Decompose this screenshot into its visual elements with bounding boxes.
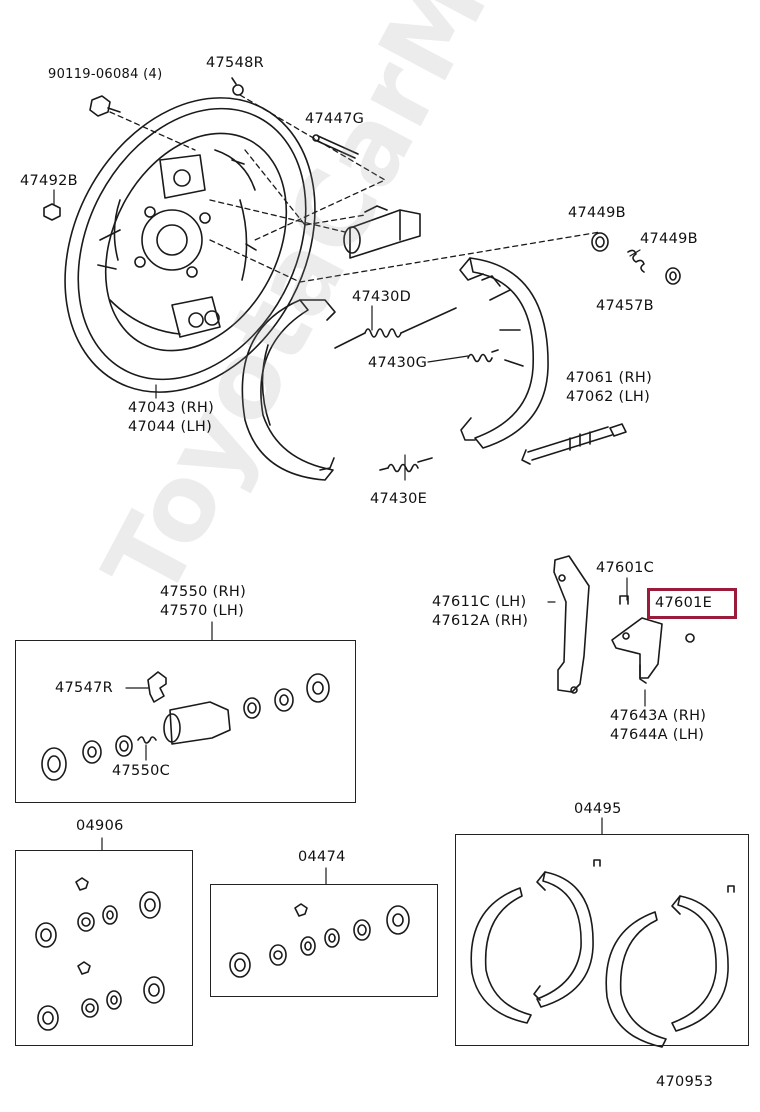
part-label-adjuster-lh[interactable]: 47062 (LH) xyxy=(566,389,651,405)
cylinder-parts-icon xyxy=(42,672,329,780)
kit-04495-parts-icon xyxy=(471,860,734,1047)
part-label-spring-g[interactable]: 47430G xyxy=(368,355,428,371)
kit-04474-parts-icon xyxy=(230,904,409,977)
kit-04474-box xyxy=(210,884,438,997)
part-label-bleeder-screw[interactable]: 47547R xyxy=(55,680,114,696)
part-label-spring-b[interactable]: 47457B xyxy=(596,298,654,314)
part-label-backing-lh[interactable]: 47044 (LH) xyxy=(128,419,213,435)
spring-icon xyxy=(628,250,644,272)
part-label-cylinder-rh[interactable]: 47550 (RH) xyxy=(160,584,247,600)
kit-04495-box xyxy=(455,834,749,1046)
kit-04906-parts-icon xyxy=(36,878,164,1030)
cup-icon xyxy=(592,233,608,251)
part-label-clip-c[interactable]: 47601C xyxy=(596,560,655,576)
part-label-clip-e[interactable]: 47601E xyxy=(655,595,713,611)
wheel-cylinder-icon xyxy=(344,206,420,258)
part-label-plug[interactable]: 47492B xyxy=(20,173,78,189)
part-label-strut-lh[interactable]: 47644A (LH) xyxy=(610,727,705,743)
adjuster-icon xyxy=(522,424,626,464)
parking-lever-icon xyxy=(554,556,589,693)
part-label-cup-b[interactable]: 47449B xyxy=(640,231,698,247)
part-label-bolt[interactable]: 90119-06084 (4) xyxy=(48,67,163,82)
part-label-adjuster-rh[interactable]: 47061 (RH) xyxy=(566,370,653,386)
strut-icon xyxy=(612,618,662,683)
wheel-cylinder-kit-box xyxy=(15,640,356,803)
plug-icon xyxy=(44,204,60,220)
spring-icon xyxy=(380,458,432,472)
bolt-icon xyxy=(90,96,120,116)
bleeder-icon xyxy=(232,78,243,95)
part-label-kit-04906[interactable]: 04906 xyxy=(76,818,124,834)
part-label-kit-04474[interactable]: 04474 xyxy=(298,849,346,865)
spring-icon xyxy=(468,350,498,362)
clip-icon xyxy=(620,596,628,604)
diagram-number: 470953 xyxy=(656,1074,714,1090)
part-label-spring-d[interactable]: 47430D xyxy=(352,289,412,305)
part-label-strut-rh[interactable]: 47643A (RH) xyxy=(610,708,707,724)
highlight-box xyxy=(647,588,737,619)
pin-icon xyxy=(313,135,358,158)
spring-icon xyxy=(335,308,456,348)
clip-icon xyxy=(686,634,694,642)
part-label-kit-04495[interactable]: 04495 xyxy=(574,801,622,817)
kit-04906-box xyxy=(15,850,193,1046)
part-label-bleeder-top[interactable]: 47548R xyxy=(206,55,265,71)
part-label-cyl-kit[interactable]: 47550C xyxy=(112,763,171,779)
leader-lines xyxy=(54,190,645,884)
part-label-lever-lh[interactable]: 47611C (LH) xyxy=(432,594,527,610)
part-label-cylinder-lh[interactable]: 47570 (LH) xyxy=(160,603,245,619)
part-label-spring-e[interactable]: 47430E xyxy=(370,491,428,507)
part-label-pin[interactable]: 47447G xyxy=(305,111,365,127)
part-label-lever-rh[interactable]: 47612A (RH) xyxy=(432,613,529,629)
cup-icon xyxy=(666,268,680,284)
backing-plate-icon xyxy=(16,54,365,436)
part-label-cup-a[interactable]: 47449B xyxy=(568,205,626,221)
brake-shoe-right-icon xyxy=(460,258,548,448)
leader-lines-dashed xyxy=(110,95,600,282)
brake-shoe-left-icon xyxy=(242,300,335,480)
part-label-backing-rh[interactable]: 47043 (RH) xyxy=(128,400,215,416)
